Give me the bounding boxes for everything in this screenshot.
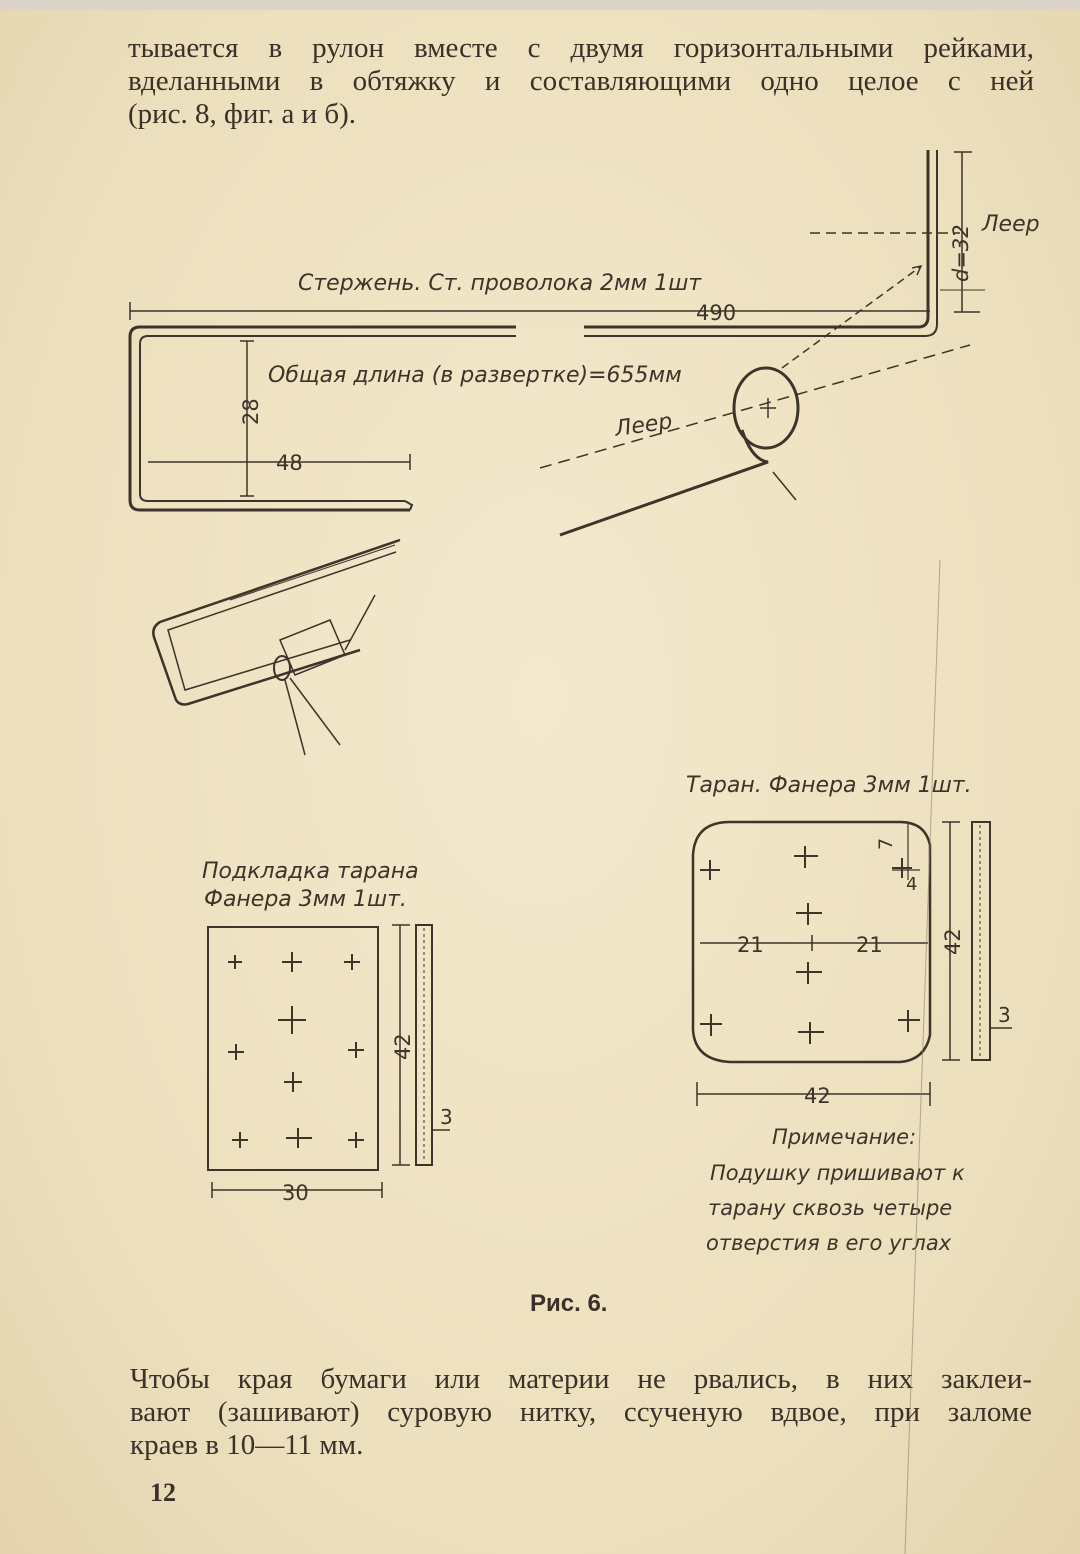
rod-label: Стержень. Ст. проволока 2мм 1шт (298, 271, 702, 296)
dim-d32: d=32 (949, 224, 973, 282)
rod-end-sketch (152, 538, 401, 756)
pad-dim-3: 3 (440, 1105, 453, 1129)
pad-dim-42: 42 (391, 1033, 415, 1060)
scan-edge (0, 0, 1080, 10)
dim-28: 28 (239, 398, 263, 425)
dim-48: 48 (276, 451, 303, 475)
ram-title: Таран. Фанера 3мм 1шт. (686, 773, 972, 798)
ram-dim-21-right: 21 (856, 933, 883, 957)
ram-dim-4: 4 (906, 874, 917, 895)
leer-top-label: Леер (981, 212, 1040, 237)
drawing-labels: Стержень. Ст. проволока 2мм 1шт 490 Обща… (202, 212, 1040, 1255)
ram-dim-21-left: 21 (737, 933, 764, 957)
text-line: (рис. 8, фиг. а и б). (128, 98, 357, 130)
note-line-1: Подушку пришивают к (710, 1161, 965, 1185)
ram-dim-7: 7 (875, 838, 897, 850)
pad-title-1: Подкладка тарана (202, 859, 419, 884)
note-line-3: отверстия в его углах (706, 1231, 952, 1255)
note-line-2: тарану сквозь четыре (708, 1196, 952, 1220)
total-length-label: Общая длина (в развертке)=655мм (268, 363, 682, 388)
scan-fold-line (904, 559, 941, 1554)
page-number: 12 (150, 1478, 176, 1507)
ram-dim-42-bottom: 42 (804, 1084, 831, 1108)
top-paragraph: тывается в рулон вместе с двумя горизонт… (128, 32, 1034, 131)
text-line: Чтобы края бумаги или материи не рвались… (130, 1363, 1032, 1395)
pad-drawing (207, 924, 450, 1198)
dim-490: 490 (696, 301, 736, 325)
note-title: Примечание: (772, 1125, 916, 1149)
pad-title-2: Фанера 3мм 1шт. (204, 887, 407, 912)
text-line: вделанными в обтяжку и составляющими одн… (128, 65, 1034, 97)
pad-dim-30: 30 (282, 1181, 309, 1205)
leer-mid-label: Леер (612, 409, 673, 442)
text-line: краев в 10—11 мм. (130, 1429, 364, 1461)
rod-drawing (128, 150, 985, 537)
bottom-paragraph: Чтобы края бумаги или материи не рвались… (130, 1363, 1032, 1462)
ram-dim-3: 3 (998, 1003, 1011, 1027)
text-line: тывается в рулон вместе с двумя горизонт… (128, 32, 1034, 64)
ram-dim-42-side: 42 (941, 928, 965, 955)
text-line: вают (зашивают) суровую нитку, ссученую … (130, 1396, 1032, 1428)
ram-drawing (691, 820, 1012, 1106)
figure-caption: Рис. 6. (530, 1290, 608, 1317)
